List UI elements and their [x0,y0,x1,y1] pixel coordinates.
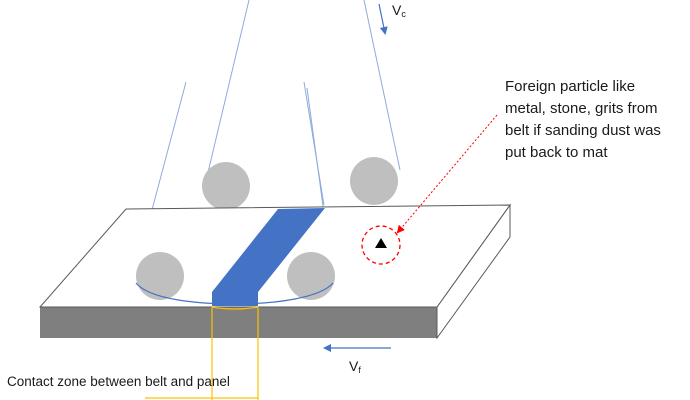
particle-highlight-circle [361,225,401,265]
belt-velocity-label: Vc [392,2,406,19]
roller-upper-left [202,162,250,210]
annotation-line: belt if sanding dust was [505,122,661,139]
belt-line-right-outer [363,0,401,171]
belt-wrap-curve [135,282,334,305]
belt-strip [212,208,325,292]
belt-contact-block [212,292,258,306]
contact-zone-label: Contact zone between belt and panel [7,374,230,389]
roller-lower-right [287,252,335,300]
roller-lower-left [136,252,184,300]
annotation-line: Foreign particle like [505,78,636,95]
belt-lines [135,0,401,281]
belt-velocity-arrow [378,3,388,35]
feed-velocity-label: Vf [349,358,361,375]
particle-pointer-arrow [396,114,498,234]
belt-line-left-outer [204,0,250,186]
annotation-line: put back to mat [505,144,608,161]
roller-upper-right [350,157,398,205]
panel-front-side [40,307,437,338]
foreign-particle [375,238,387,248]
belt-line-right-lower [303,81,325,206]
foreign-particle-annotation: Foreign particle like metal, stone, grit… [505,76,690,164]
contact-zone-lines [145,306,259,400]
annotation-line: metal, stone, grits from [505,100,658,117]
